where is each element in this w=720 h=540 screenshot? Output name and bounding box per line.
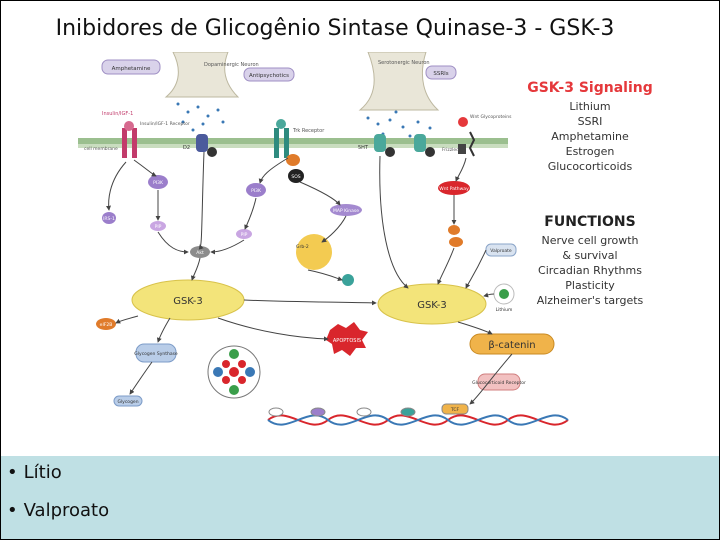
grb-burst	[296, 234, 332, 270]
frizzled-label: Frizzled	[442, 147, 459, 153]
lithium-label: Lithium	[496, 307, 513, 313]
bullet-text: Lítio	[23, 462, 62, 483]
grb-label: Grb-2	[296, 244, 309, 250]
irs-label: IRS-1	[103, 216, 115, 222]
neurotransmitter-dots	[176, 102, 432, 138]
slide-title: Inibidores de Glicogênio Sintase Quinase…	[55, 16, 615, 41]
d2-receptor	[196, 134, 217, 157]
dopaminergic-neuron-label: Dopaminergic Neuron	[204, 62, 259, 68]
pathway-arrows	[106, 151, 513, 405]
signaling-drug-4: Glucocorticoids	[548, 160, 633, 173]
cell-membrane	[78, 138, 508, 144]
cell-membrane-label: cell membrane	[84, 146, 118, 152]
wnt-pathway-label: Wnt Pathway	[439, 186, 469, 192]
bullet-text: Valproato	[23, 500, 110, 521]
glycogen-label: Glycogen	[117, 399, 138, 405]
wnt-glycoproteins-label: Wnt Glycoproteins	[470, 114, 512, 120]
serotonergic-neuron-label: Serotonergic Neuron	[378, 60, 430, 66]
gsk3-signaling-diagram: Dopaminergic Neuron Serotonergic Neuron …	[78, 52, 658, 432]
function-2: Circadian Rhythms	[538, 264, 642, 277]
signaling-drug-3: Estrogen	[566, 145, 615, 158]
bullet-dot-icon: •	[7, 500, 18, 521]
signaling-drug-0: Lithium	[569, 100, 610, 113]
akt-label: Akt	[196, 250, 204, 256]
pip-1-label: PIP	[155, 224, 162, 230]
sht-receptor	[374, 134, 435, 157]
gsk3-left-label: GSK-3	[173, 296, 203, 307]
insulin-receptor	[122, 121, 137, 158]
frizzled-receptor	[458, 117, 476, 157]
pi3k-1-label: PI3K	[153, 180, 164, 186]
bullet-item-litio: •Lítio	[7, 462, 62, 483]
insulin-receptor-label: Insulin/IGF-1 Receptor	[140, 121, 190, 127]
tcf-label: TCF	[450, 407, 460, 413]
antipsychotics-label: Antipsychotics	[249, 73, 289, 79]
function-4: Alzheimer's targets	[537, 294, 644, 307]
bullet-band: •Lítio •Valproato	[1, 456, 719, 539]
apoptosis-label: APOPTOSIS	[333, 338, 361, 344]
gsk3-right-label: GSK-3	[417, 300, 447, 311]
ssris-label: SSRIs	[433, 71, 448, 77]
apoptosis-burst	[326, 322, 368, 356]
trk-receptor	[274, 119, 289, 158]
d2-label: D2	[183, 145, 190, 151]
pi3k-2-label: PI3K	[251, 188, 262, 194]
glucocorticoid-label: Glucocorticoid Receptor	[472, 380, 526, 386]
bullet-dot-icon: •	[7, 462, 18, 483]
serotonergic-neuron-shape	[358, 52, 440, 111]
signaling-drug-2: Amphetamine	[551, 130, 629, 143]
sos-label: SOS	[291, 174, 300, 180]
pip-2-label: PIP	[241, 232, 248, 238]
function-3: Plasticity	[565, 279, 615, 292]
gsk3-right-node	[377, 283, 487, 325]
function-0: Nerve cell growth	[542, 234, 639, 247]
glycogen-synthase-label: Glycogen Synthase	[134, 351, 178, 357]
eif2b-label: eIF2B	[100, 322, 113, 328]
trk-receptor-label: Trk Receptor	[292, 128, 325, 134]
beta-catenin-label: β-catenin	[488, 340, 535, 351]
dopaminergic-neuron-shape	[164, 52, 240, 98]
map-kinase-label: MAP Kinase	[333, 208, 359, 214]
valproate-label: Valproate	[490, 248, 512, 254]
functions-title: FUNCTIONS	[544, 214, 635, 230]
amphetamine-label: Amphetamine	[112, 66, 151, 72]
function-1: & survival	[562, 249, 617, 262]
insulin-label: Insulin/IGF-1	[102, 111, 133, 117]
bullet-item-valproato: •Valproato	[7, 500, 109, 521]
signaling-drug-1: SSRI	[578, 115, 603, 128]
sht-label: 5HT	[358, 145, 369, 151]
signaling-title: GSK-3 Signaling	[527, 80, 653, 96]
